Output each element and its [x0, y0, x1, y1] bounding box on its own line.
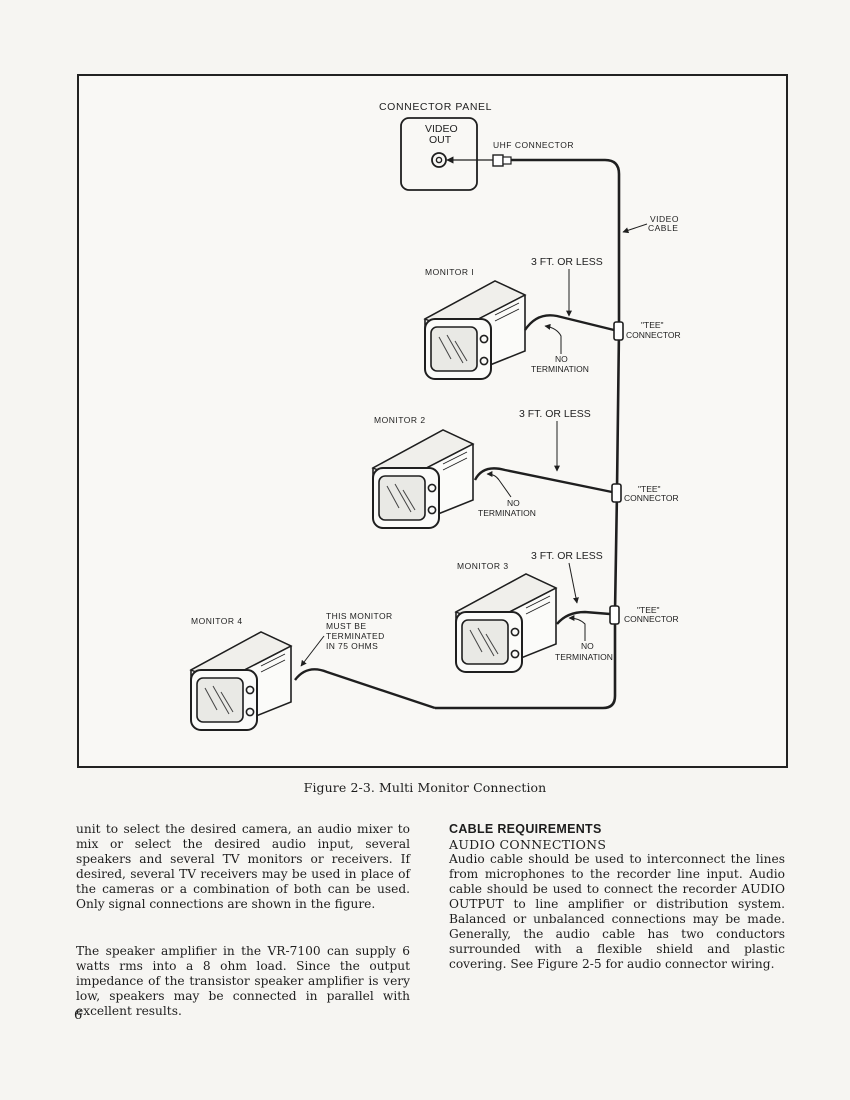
tee-label-1a: "TEE": [641, 320, 664, 330]
no-termination-2b: TERMINATION: [478, 508, 536, 518]
monitor-1-cable: [524, 314, 615, 332]
three-ft-label-2: 3 FT. OR LESS: [519, 408, 591, 420]
terminated-note-1: THIS MONITOR: [326, 611, 393, 621]
video-out-label-2: OUT: [429, 134, 452, 146]
monitor-1: [424, 280, 526, 380]
monitor-4-cable: [294, 668, 436, 710]
monitor-3-label: MONITOR 3: [457, 561, 509, 571]
video-cable-label-1: VIDEO: [650, 214, 679, 224]
video-out-jack: [431, 152, 447, 168]
tee-label-2a: "TEE": [638, 484, 661, 494]
right-column: CABLE REQUIREMENTS AUDIO CONNECTIONS Aud…: [449, 822, 785, 972]
tee-label-2b: CONNECTOR: [624, 493, 679, 503]
cable-requirements-heading: CABLE REQUIREMENTS: [449, 822, 602, 836]
monitor-2-label: MONITOR 2: [374, 415, 426, 425]
tee-label-1b: CONNECTOR: [626, 330, 681, 340]
video-cable: [435, 158, 621, 710]
tee-connector-2: [611, 483, 622, 503]
connector-panel-label: CONNECTOR PANEL: [379, 101, 492, 113]
monitor-3-cable: [556, 610, 611, 625]
figure-caption: Figure 2-3. Multi Monitor Connection: [303, 780, 547, 795]
monitor-2-cable: [473, 467, 613, 494]
page-number: 6: [74, 1008, 83, 1023]
monitor-1-label: MONITOR I: [425, 267, 474, 277]
tee-label-3b: CONNECTOR: [624, 614, 679, 624]
terminated-note-4: IN 75 OHMS: [326, 641, 378, 651]
left-column: unit to select the desired camera, an au…: [76, 822, 410, 1019]
tee-connector-1: [613, 321, 624, 341]
uhf-connector-label: UHF CONNECTOR: [493, 140, 574, 150]
no-termination-3a: NO: [581, 641, 594, 651]
no-termination-2a: NO: [507, 498, 520, 508]
tee-connector-3: [609, 605, 620, 625]
terminated-note-2: MUST BE: [326, 621, 366, 631]
monitor-4: [190, 631, 292, 731]
monitor-3: [455, 573, 557, 673]
audio-connections-paragraph: Audio cable should be used to interconne…: [449, 852, 785, 971]
left-paragraph-1: unit to select the desired camera, an au…: [76, 822, 410, 911]
three-ft-label-3: 3 FT. OR LESS: [531, 550, 603, 562]
three-ft-label-1: 3 FT. OR LESS: [531, 256, 603, 268]
video-out-label-1: VIDEO: [425, 123, 458, 135]
video-cable-label-2: CABLE: [648, 223, 678, 233]
uhf-connector: [492, 154, 504, 167]
multi-monitor-diagram: CONNECTOR PANEL VIDEO OUT UHF CONNECTOR …: [190, 101, 681, 731]
tee-label-3a: "TEE": [637, 605, 660, 615]
connector-panel: [400, 117, 478, 191]
audio-connections-heading: AUDIO CONNECTIONS: [449, 837, 607, 852]
figure-frame: CONNECTOR PANEL VIDEO OUT UHF CONNECTOR …: [77, 74, 788, 768]
left-paragraph-2: The speaker amplifier in the VR-7100 can…: [76, 944, 410, 1018]
no-termination-1b: TERMINATION: [531, 364, 589, 374]
monitor-2: [372, 429, 474, 529]
no-termination-1a: NO: [555, 354, 568, 364]
terminated-note-3: TERMINATED: [326, 631, 385, 641]
monitor-4-label: MONITOR 4: [191, 616, 243, 626]
no-termination-3b: TERMINATION: [555, 652, 613, 662]
